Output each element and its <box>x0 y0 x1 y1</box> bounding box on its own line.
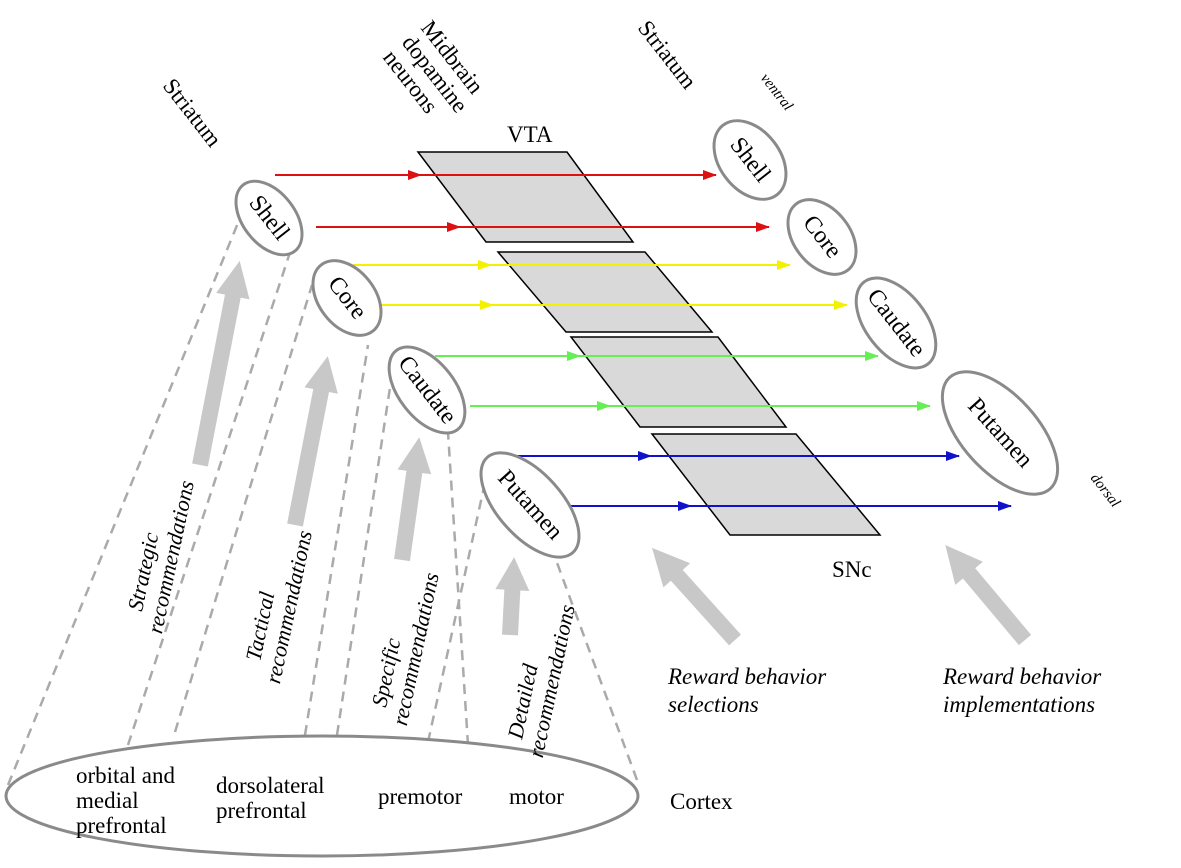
cortex-orbital-label: orbital and medial prefrontal <box>76 763 175 838</box>
right-caudate-oval: Caudate <box>854 276 938 370</box>
tactical-up-arrow <box>287 356 338 527</box>
cortex-dorsolateral-label: dorsolateral prefrontal <box>216 773 325 823</box>
svg-text:prefrontal: prefrontal <box>216 798 307 823</box>
midbrain-label: Midbrain dopamine neurons <box>378 16 489 118</box>
svg-text:medial: medial <box>76 788 139 813</box>
ventral-label: ventral <box>757 71 796 114</box>
reward-selections-arrow <box>652 547 741 646</box>
specific-up-arrow <box>394 437 432 562</box>
striatum-left-label: Striatum <box>158 74 227 152</box>
vta-label: VTA <box>507 122 553 147</box>
svg-text:implementations: implementations <box>943 692 1095 717</box>
snc-box-1 <box>569 336 788 428</box>
detailed-up-arrow <box>495 557 530 636</box>
specific-label: Specific recommendations <box>366 570 443 727</box>
svg-text:Reward behavior: Reward behavior <box>667 664 827 689</box>
big-arrows <box>192 260 1032 646</box>
svg-text:orbital and: orbital and <box>76 763 175 788</box>
left-core-oval: Core <box>311 259 383 337</box>
striatum-right-label: Striatum <box>633 16 702 94</box>
left-shell-oval: Shell <box>234 179 304 257</box>
cortex-oval <box>4 734 640 858</box>
right-striatum: Shell Core Caudate Putamen <box>712 119 1060 496</box>
strategic-label: Strategic recommendations <box>122 478 199 635</box>
svg-text:Reward behavior: Reward behavior <box>942 664 1102 689</box>
svg-text:selections: selections <box>668 692 759 717</box>
svg-text:dorsolateral: dorsolateral <box>216 773 325 798</box>
snc-box-2 <box>650 433 882 536</box>
right-putamen-oval: Putamen <box>940 370 1060 496</box>
reward-selections-label: Reward behavior selections <box>667 664 827 717</box>
snc-label: SNc <box>832 557 872 582</box>
dorsal-label: dorsal <box>1087 471 1123 511</box>
reward-implementations-arrow <box>945 545 1032 646</box>
svg-text:prefrontal: prefrontal <box>76 813 167 838</box>
right-core-oval: Core <box>786 198 858 276</box>
cortex-projection-lines <box>6 217 639 786</box>
cortex-premotor-label: premotor <box>378 784 463 809</box>
cortex-label: Cortex <box>670 789 733 814</box>
tactical-label: Tactical recommendations <box>240 528 317 685</box>
right-shell-oval: Shell <box>712 119 788 201</box>
strategic-up-arrow <box>192 260 250 467</box>
reward-implementations-label: Reward behavior implementations <box>942 664 1102 717</box>
left-striatum: Shell Core Caudate Putamen <box>234 179 581 559</box>
cortex-motor-label: motor <box>509 784 564 809</box>
projection-arrows <box>275 170 1012 511</box>
